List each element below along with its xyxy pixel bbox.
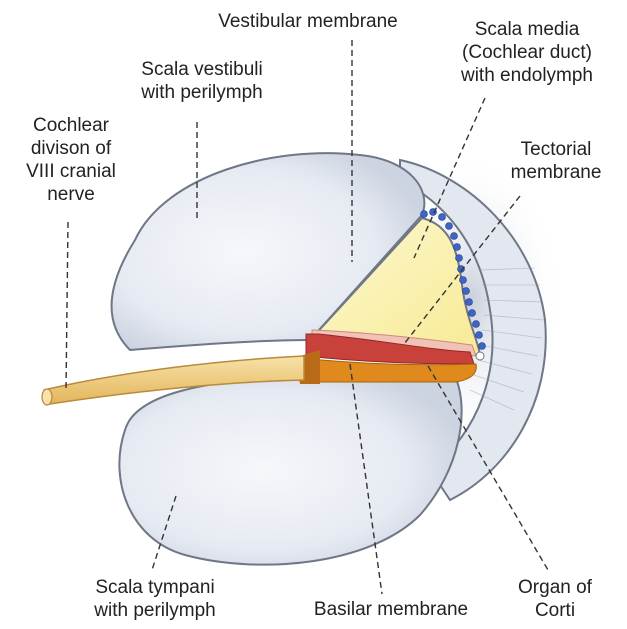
label-cochlear-nerve: Cochlear divison of VIII cranial nerve [12,114,130,206]
label-organ-of-corti: Organ of Corti [500,576,610,622]
label-scala-tympani: Scala tympani with perilymph [70,576,240,622]
label-basilar-membrane: Basilar membrane [284,598,498,621]
nerve-cut-end [42,389,52,405]
outer-cell-highlight [476,352,484,360]
leader-cochlear-nerve [66,222,68,390]
label-vestibular-membrane: Vestibular membrane [198,10,418,33]
label-scala-media: Scala media (Cochlear duct) with endolym… [438,18,616,87]
label-scala-vestibuli: Scala vestibuli with perilymph [118,58,286,104]
scala-tympani-chamber [119,376,461,565]
label-tectorial-membrane: Tectorial membrane [495,138,617,184]
